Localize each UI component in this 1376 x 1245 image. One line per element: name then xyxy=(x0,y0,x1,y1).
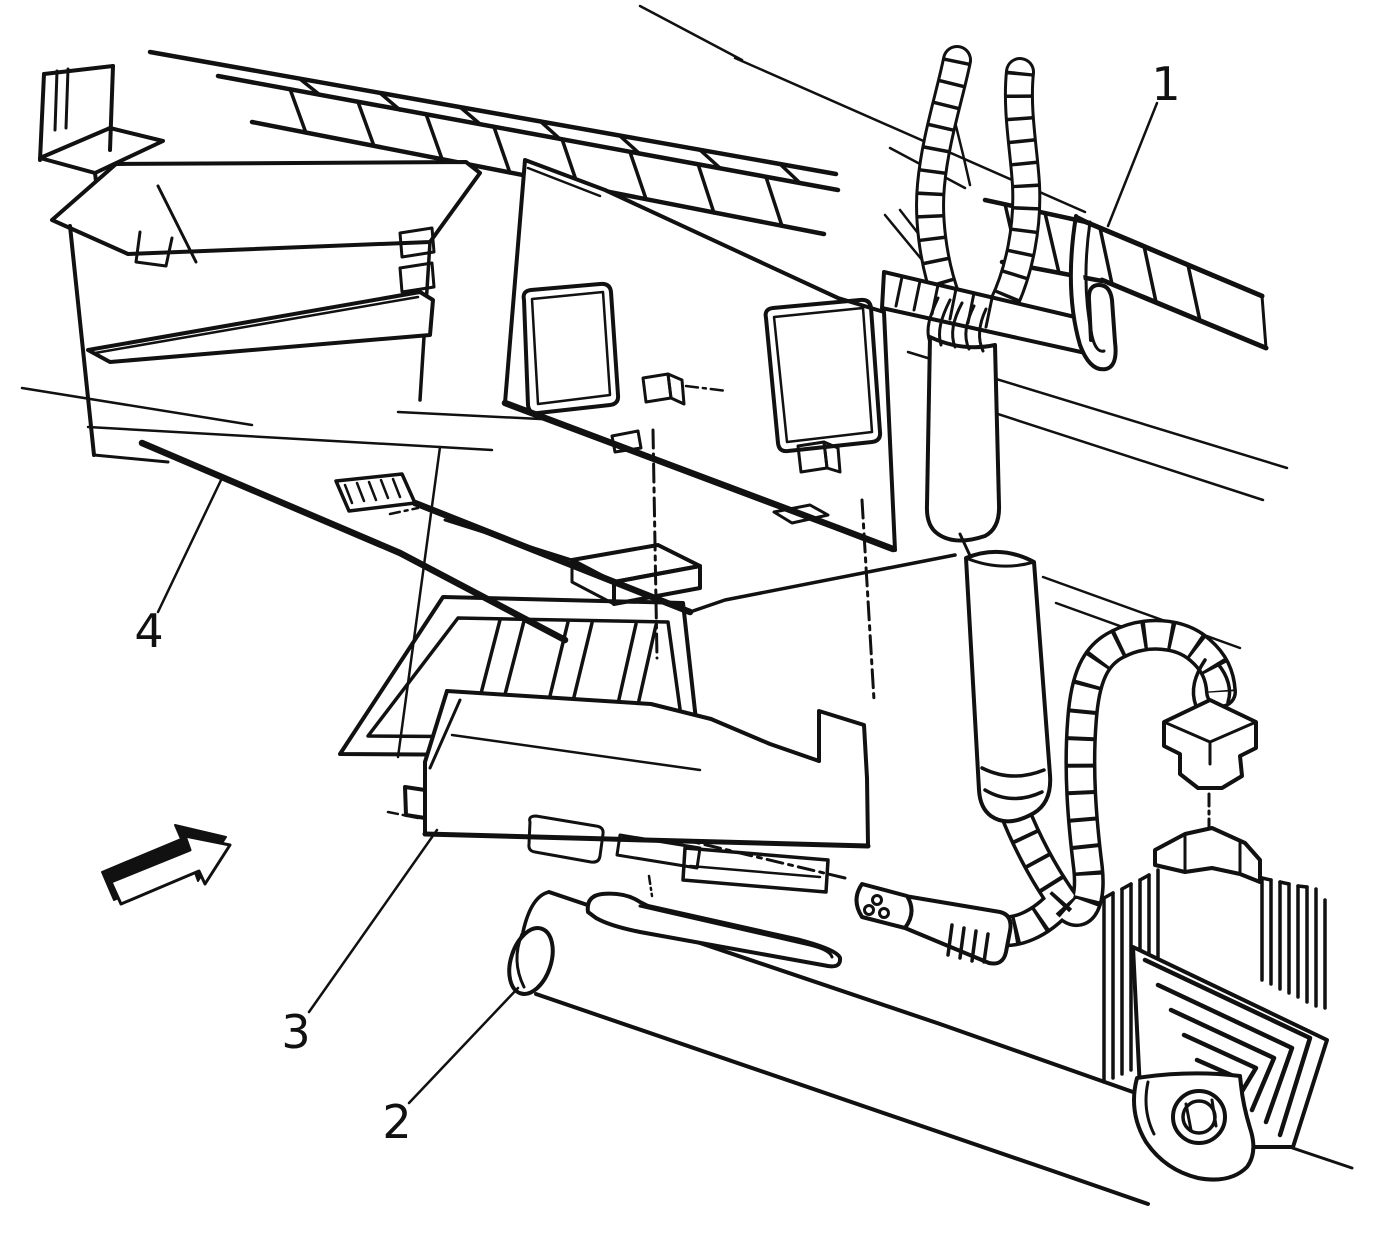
shelf-tray xyxy=(334,472,957,616)
leader-3 xyxy=(307,828,439,1014)
harness-strap xyxy=(880,270,1094,356)
module-bracket-box xyxy=(403,689,871,894)
callout-1-label: 1 xyxy=(1151,57,1181,111)
bolt-head xyxy=(1171,1089,1227,1145)
wall-opening-left xyxy=(521,281,621,416)
rail-j-hook xyxy=(1068,214,1118,372)
leader-2 xyxy=(407,986,520,1105)
leader-1 xyxy=(1106,101,1159,228)
callout-leaders xyxy=(156,101,1159,1105)
dash-edge-line-4 xyxy=(138,439,569,644)
module-connector-rail xyxy=(681,846,830,894)
plate-nested-ls xyxy=(1142,957,1313,1138)
harness-conduit xyxy=(924,335,1053,824)
leader-4 xyxy=(156,476,224,614)
tube-saddle-bracket xyxy=(585,891,843,969)
wire-fan xyxy=(926,296,988,353)
direction-arrow xyxy=(101,824,232,906)
harness-connector-upper xyxy=(1162,698,1258,835)
connector-ribs xyxy=(946,923,990,964)
alignment-line-left xyxy=(396,445,442,759)
cross-car-tube xyxy=(507,890,1354,1206)
rear-wall-panel xyxy=(501,158,897,553)
callout-2-label: 2 xyxy=(382,1095,412,1149)
harness-connector-module xyxy=(692,840,1013,966)
floor-edge-lines xyxy=(20,386,569,644)
tray-hatch xyxy=(343,477,402,505)
callout-4-label: 4 xyxy=(134,604,164,658)
assembly-centerlines xyxy=(386,384,876,898)
callout-3-label: 3 xyxy=(281,1005,311,1059)
left-dash-structure xyxy=(50,160,482,464)
wall-opening-right xyxy=(763,297,883,454)
upper-left-post xyxy=(38,64,165,192)
finned-module xyxy=(1102,826,1329,1182)
tie-bar-rail xyxy=(1083,219,1269,351)
connector-centerline xyxy=(692,840,847,880)
spiral-wrap-tubes xyxy=(915,45,1042,320)
wall-clips xyxy=(610,372,842,525)
